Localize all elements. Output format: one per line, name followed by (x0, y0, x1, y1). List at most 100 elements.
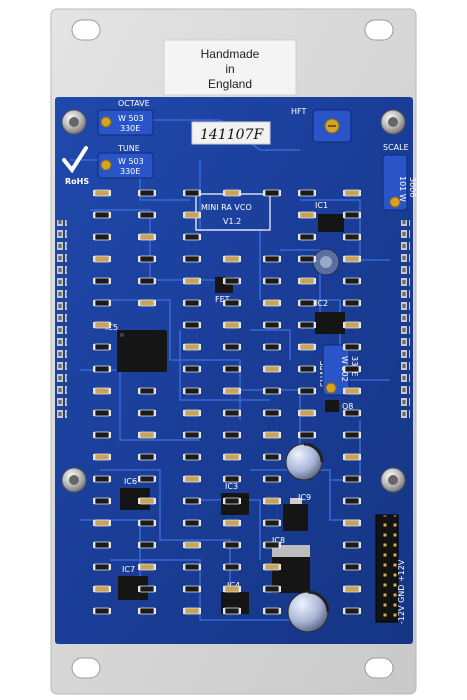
smd-part (343, 365, 361, 373)
rohs-logo: RoHS (62, 146, 89, 186)
smd-part (93, 321, 111, 329)
smd-part (263, 607, 281, 615)
smd-part (138, 541, 156, 549)
screw-bottom-left (61, 467, 87, 493)
handwritten-tape (191, 121, 271, 145)
smd-part (93, 365, 111, 373)
svg-text:SCALE: SCALE (383, 143, 409, 152)
smd-part (343, 277, 361, 285)
smd-part (263, 541, 281, 549)
smd-part (93, 387, 111, 395)
ic-soic-ic6: IC6 (120, 477, 150, 510)
smd-part (138, 299, 156, 307)
smd-part (138, 277, 156, 285)
smd-part (183, 519, 201, 527)
smd-part (263, 585, 281, 593)
mounting-slot-top-right (364, 19, 394, 41)
smd-part (93, 585, 111, 593)
smd-part (138, 585, 156, 593)
smd-part (93, 409, 111, 417)
smd-part (343, 585, 361, 593)
svg-text:OCTAVE: OCTAVE (118, 99, 150, 108)
smd-part (138, 519, 156, 527)
smd-part (263, 519, 281, 527)
svg-text:330E: 330E (120, 167, 140, 176)
svg-text:IC8: IC8 (272, 536, 285, 545)
smd-part (263, 365, 281, 373)
smd-part (343, 343, 361, 351)
smd-part (298, 211, 316, 219)
smd-part (93, 299, 111, 307)
smd-part (223, 607, 241, 615)
smd-part (183, 233, 201, 241)
smd-part (298, 431, 316, 439)
smd-part (343, 233, 361, 241)
svg-text:330E: 330E (120, 124, 140, 133)
smd-part (183, 497, 201, 505)
smd-part (183, 343, 201, 351)
smd-part (343, 497, 361, 505)
smd-part (223, 189, 241, 197)
smd-part (298, 255, 316, 263)
smd-part (93, 277, 111, 285)
smd-part (223, 365, 241, 373)
smd-part (298, 409, 316, 417)
svg-text:RoHS: RoHS (65, 177, 89, 186)
trimmer-scale: SCALE 101 W 3006 (382, 143, 417, 211)
smd-part (183, 563, 201, 571)
smd-part (183, 299, 201, 307)
svg-text:W 503: W 503 (118, 114, 144, 123)
svg-text:IC3: IC3 (225, 482, 238, 491)
smd-part (183, 255, 201, 263)
svg-text:101 W: 101 W (398, 176, 407, 202)
smd-part (343, 255, 361, 263)
mounting-slot-bottom-left (71, 657, 101, 679)
smd-part (138, 233, 156, 241)
smd-part (263, 431, 281, 439)
handwritten-code: 141107F (200, 127, 264, 143)
smd-part (183, 431, 201, 439)
smd-part (93, 475, 111, 483)
board-version: V1.2 (223, 217, 241, 226)
svg-text:TUNE: TUNE (117, 144, 140, 153)
smd-part (183, 277, 201, 285)
svg-text:IC2: IC2 (315, 299, 328, 308)
board-title: MINI RA VCO (201, 203, 252, 212)
sticker-line-3: England (208, 77, 252, 91)
screw-top-left (61, 109, 87, 135)
smd-part (223, 541, 241, 549)
svg-text:IC5: IC5 (105, 323, 118, 332)
smd-components (93, 189, 361, 615)
smd-part (263, 475, 281, 483)
trimmer-hft: HFT (291, 107, 352, 143)
smd-part (343, 563, 361, 571)
smd-part (138, 409, 156, 417)
ic-soic-ic2: IC2 (315, 299, 345, 334)
left-pin-header (57, 220, 67, 420)
smd-part (343, 387, 361, 395)
smd-part (138, 607, 156, 615)
power-header: -12V GND +12V (375, 514, 406, 624)
smd-part (298, 321, 316, 329)
smd-part (138, 497, 156, 505)
sticker-line-1: Handmade (201, 47, 260, 61)
smd-part (343, 453, 361, 461)
smd-part (223, 475, 241, 483)
smd-part (183, 409, 201, 417)
smd-part (223, 255, 241, 263)
smd-part (183, 365, 201, 373)
smd-part (343, 299, 361, 307)
trimmer-octave: OCTAVE W 503 330E (97, 99, 154, 136)
smd-part (263, 497, 281, 505)
sticker-line-2: in (225, 62, 234, 76)
smd-part (93, 541, 111, 549)
smd-part (223, 519, 241, 527)
smd-part (183, 585, 201, 593)
svg-text:IC6: IC6 (124, 477, 137, 486)
ic-dip-ic5: IC5 (105, 323, 167, 372)
smd-part (138, 255, 156, 263)
smd-part (93, 607, 111, 615)
transistor-q8: Q8 (325, 400, 353, 412)
smd-part (223, 387, 241, 395)
smd-part (93, 255, 111, 263)
